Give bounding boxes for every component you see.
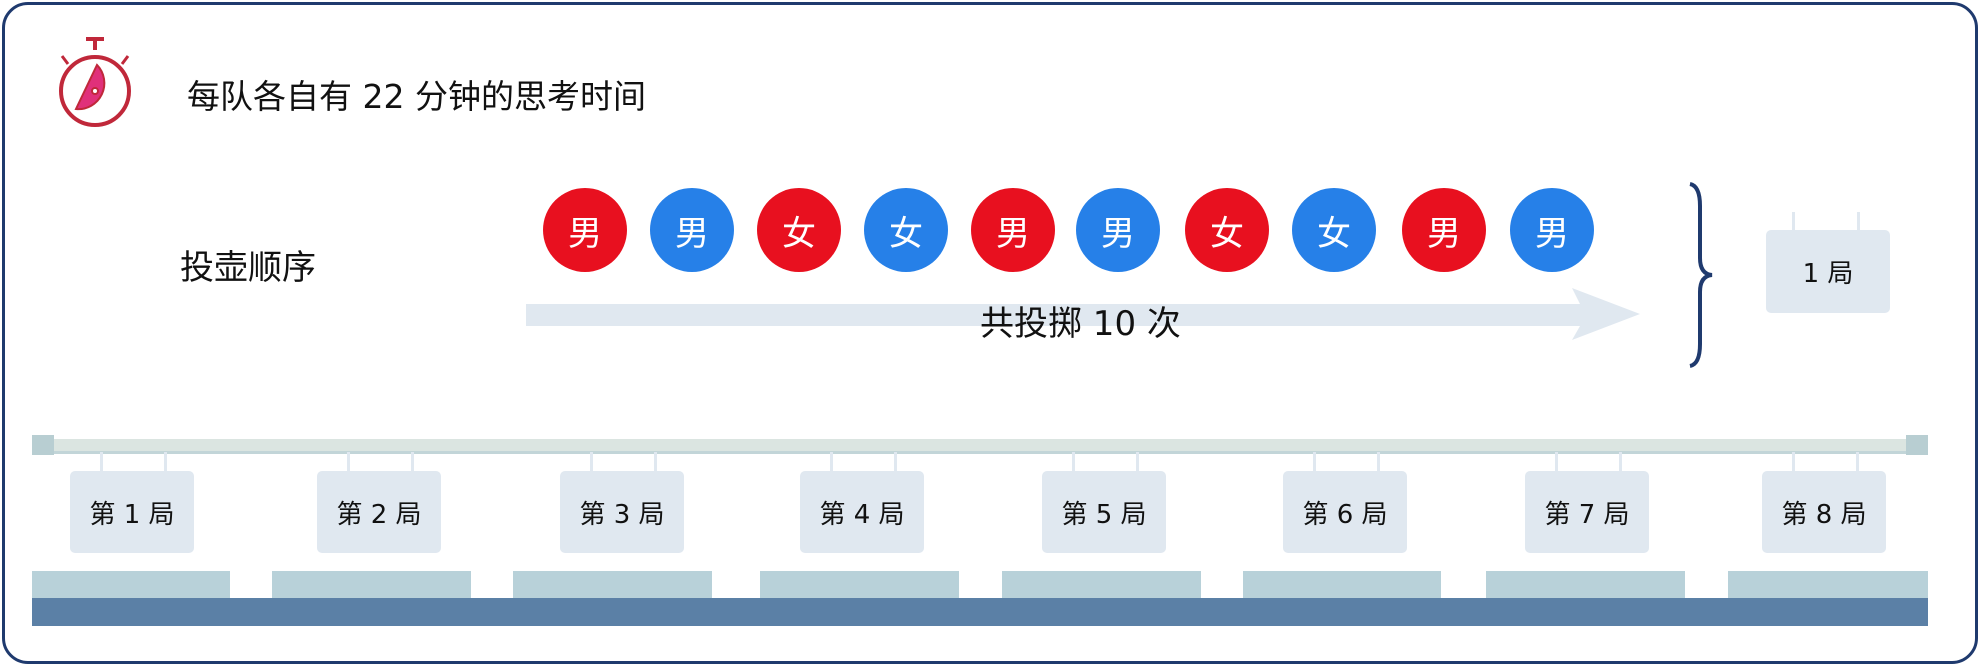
throw-ball: 女 [864, 188, 948, 272]
hanger [830, 452, 833, 474]
round-box: 第 1 局 [70, 471, 194, 553]
hanger [164, 452, 167, 474]
round-result-box: 1 局 [1766, 230, 1890, 313]
throw-ball: 男 [1510, 188, 1594, 272]
hanger [1136, 452, 1139, 474]
throw-ball: 女 [757, 188, 841, 272]
rail-cap [32, 435, 54, 455]
throw-ball: 男 [650, 188, 734, 272]
total-throws-label: 共投掷 10 次 [980, 304, 1181, 344]
round-box: 第 7 局 [1525, 471, 1649, 553]
hanger [1792, 212, 1795, 232]
platform-segment [1486, 571, 1685, 599]
header-title: 每队各自有 22 分钟的思考时间 [187, 77, 646, 116]
platform-segment [1243, 571, 1441, 599]
round-box: 第 6 局 [1283, 471, 1407, 553]
arrow-icon [526, 288, 1640, 340]
hanger [654, 452, 657, 474]
stopwatch-icon [59, 37, 131, 127]
round-box: 第 8 局 [1762, 471, 1886, 553]
hanger [1619, 452, 1622, 474]
throw-ball: 男 [1402, 188, 1486, 272]
throw-ball: 女 [1185, 188, 1269, 272]
throw-ball: 女 [1292, 188, 1376, 272]
hanger [411, 452, 414, 474]
round-box: 第 2 局 [317, 471, 441, 553]
platform-segment [272, 571, 471, 599]
hanger [590, 452, 593, 474]
throw-ball: 男 [971, 188, 1055, 272]
hanger [1857, 212, 1860, 232]
hanger [1792, 452, 1795, 474]
brace-icon [1689, 182, 1713, 368]
hanger [1313, 452, 1316, 474]
throw-order-label: 投壶顺序 [180, 248, 316, 288]
round-box: 第 4 局 [800, 471, 924, 553]
hanger [1555, 452, 1558, 474]
platform-segment [1728, 571, 1928, 599]
platform-segment [32, 571, 230, 599]
rail [38, 439, 1924, 454]
hanger [347, 452, 350, 474]
throw-ball: 男 [1076, 188, 1160, 272]
rail-cap [1906, 435, 1928, 455]
hanger [1377, 452, 1380, 474]
platform-segment [1002, 571, 1201, 599]
throw-ball: 男 [543, 188, 627, 272]
round-box: 第 5 局 [1042, 471, 1166, 553]
round-box: 第 3 局 [560, 471, 684, 553]
hanger [894, 452, 897, 474]
hanger [1072, 452, 1075, 474]
hanger [1856, 452, 1859, 474]
hanger [100, 452, 103, 474]
platform-segment [760, 571, 959, 599]
platform-segment [513, 571, 712, 599]
base-bar [32, 598, 1928, 626]
